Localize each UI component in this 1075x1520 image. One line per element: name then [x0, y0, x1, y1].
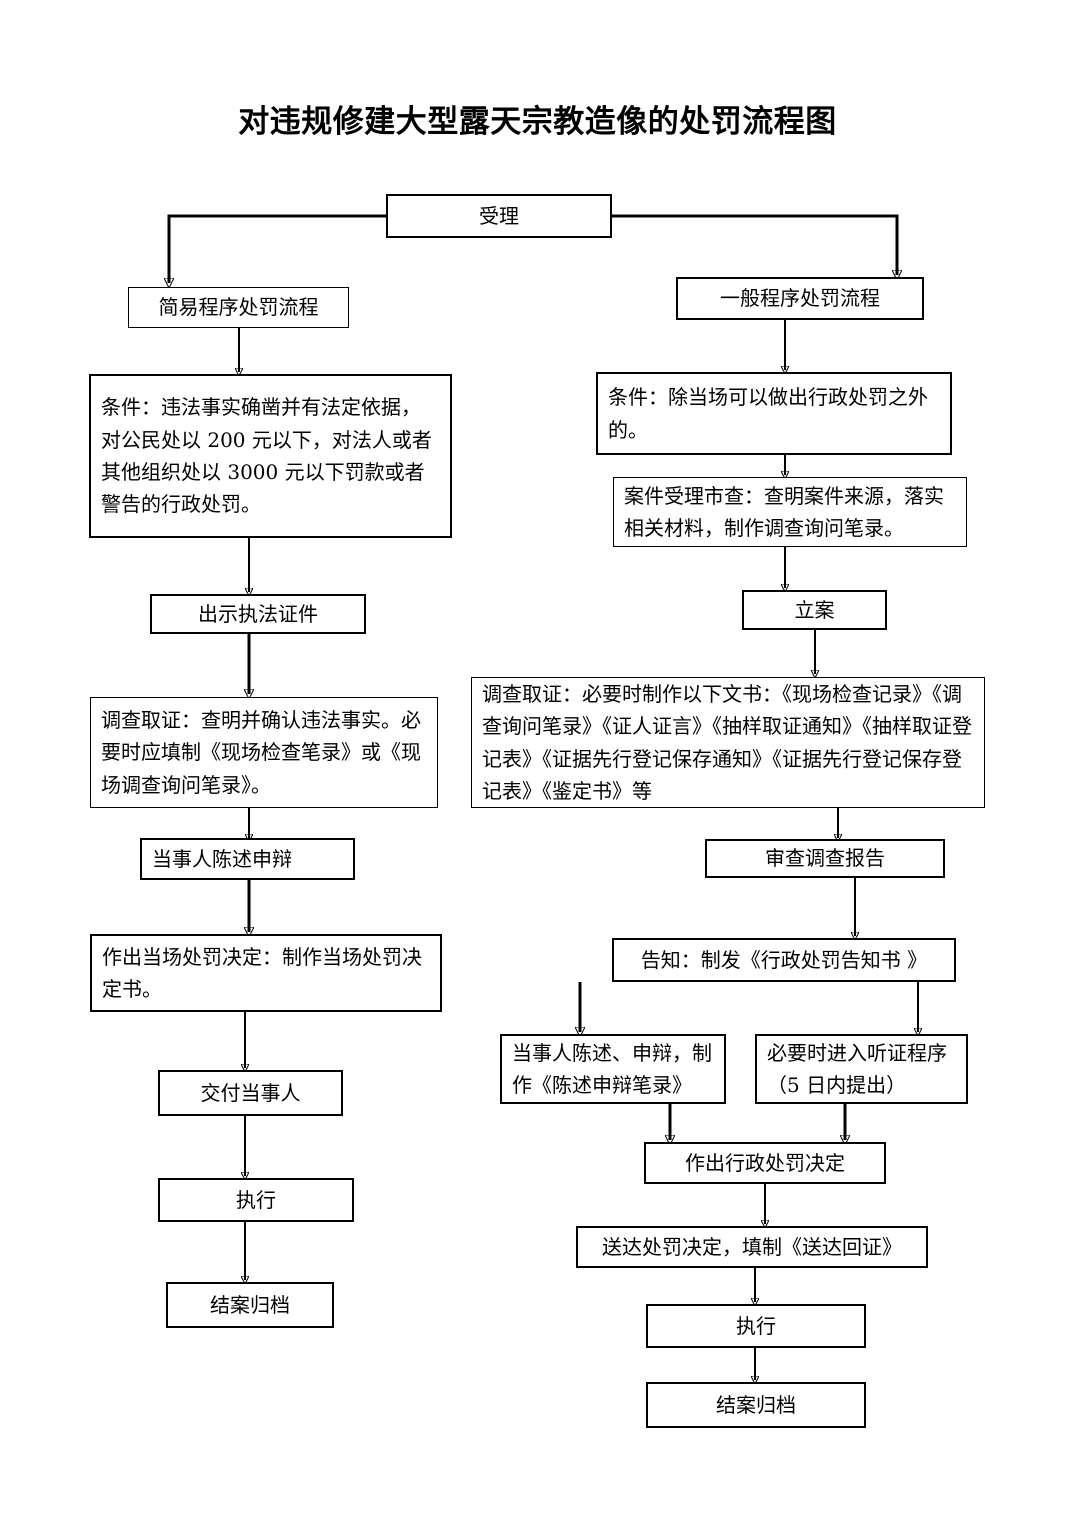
node-general-notify[interactable]: 告知：制发《行政处罚告知书 》 [612, 938, 956, 982]
node-general-accept-review[interactable]: 案件受理市查：查明案件来源，落实相关材料，制作调查询问笔录。 [613, 477, 967, 547]
node-general-file-case-label: 立案 [794, 597, 835, 622]
node-general-serve-label: 送达处罚决定，填制《送达回证》 [602, 1234, 902, 1259]
node-simple-decision[interactable]: 作出当场处罚决定：制作当场处罚决定书。 [90, 934, 442, 1012]
node-simple-statement[interactable]: 当事人陈述申辩 [140, 838, 355, 880]
node-general-execute-label: 执行 [736, 1313, 776, 1338]
node-general-serve[interactable]: 送达处罚决定，填制《送达回证》 [576, 1226, 928, 1268]
node-general-archive[interactable]: 结案归档 [646, 1382, 866, 1428]
node-simple-decision-label: 作出当场处罚决定：制作当场处罚决定书。 [102, 944, 422, 1001]
node-general-branch[interactable]: 一般程序处罚流程 [676, 277, 924, 320]
node-general-decision[interactable]: 作出行政处罚决定 [644, 1142, 886, 1184]
edge-start-to-simple [169, 214, 386, 283]
node-general-review-report-label: 审查调查报告 [765, 846, 885, 871]
node-general-hearing[interactable]: 必要时进入听证程序（5 日内提出） [755, 1034, 968, 1104]
node-general-review-report[interactable]: 审查调查报告 [705, 839, 945, 878]
node-simple-investigate-label: 调查取证：查明并确认违法事实。必要时应填制《现场检查笔录》或《现场调查询问笔录》… [101, 707, 421, 797]
node-general-condition[interactable]: 条件：除当场可以做出行政处罚之外的。 [596, 372, 952, 455]
node-simple-statement-label: 当事人陈述申辩 [152, 846, 292, 871]
edge-start-to-general [612, 214, 897, 275]
node-simple-investigate[interactable]: 调查取证：查明并确认违法事实。必要时应填制《现场检查笔录》或《现场调查询问笔录》… [90, 697, 438, 808]
node-general-hearing-label: 必要时进入听证程序（5 日内提出） [767, 1040, 947, 1097]
node-general-file-case[interactable]: 立案 [742, 590, 887, 630]
node-simple-archive-label: 结案归档 [210, 1292, 290, 1317]
node-simple-deliver-label: 交付当事人 [200, 1080, 301, 1105]
node-simple-execute-label: 执行 [236, 1187, 276, 1212]
node-simple-condition-label: 条件：违法事实确凿并有法定依据，对公民处以 200 元以下，对法人或者其他组织处… [101, 395, 432, 517]
node-simple-execute[interactable]: 执行 [158, 1178, 354, 1222]
node-general-condition-label: 条件：除当场可以做出行政处罚之外的。 [608, 385, 928, 442]
node-general-accept-review-label: 案件受理市查：查明案件来源，落实相关材料，制作调查询问笔录。 [624, 483, 944, 540]
node-simple-condition[interactable]: 条件：违法事实确凿并有法定依据，对公民处以 200 元以下，对法人或者其他组织处… [89, 374, 452, 538]
node-general-investigate[interactable]: 调查取证：必要时制作以下文书：《现场检查记录》《调查询问笔录》《证人证言》《抽样… [471, 677, 985, 808]
node-simple-deliver[interactable]: 交付当事人 [158, 1070, 343, 1116]
node-simple-show-credentials-label: 出示执法证件 [198, 601, 318, 626]
node-general-decision-label: 作出行政处罚决定 [685, 1150, 845, 1175]
node-simple-branch-label: 简易程序处罚流程 [158, 295, 319, 320]
node-simple-show-credentials[interactable]: 出示执法证件 [150, 594, 366, 634]
node-general-notify-label: 告知：制发《行政处罚告知书 》 [640, 947, 928, 972]
node-general-investigate-label: 调查取证：必要时制作以下文书：《现场检查记录》《调查询问笔录》《证人证言》《抽样… [482, 681, 972, 803]
node-simple-branch[interactable]: 简易程序处罚流程 [128, 287, 349, 328]
node-general-statement-label: 当事人陈述、申辩，制作《陈述申辩笔录》 [512, 1040, 712, 1097]
node-start[interactable]: 受理 [386, 194, 612, 238]
node-general-branch-label: 一般程序处罚流程 [720, 286, 880, 311]
node-general-execute[interactable]: 执行 [646, 1304, 866, 1348]
node-general-statement[interactable]: 当事人陈述、申辩，制作《陈述申辩笔录》 [500, 1034, 726, 1104]
node-general-archive-label: 结案归档 [716, 1392, 796, 1417]
node-simple-archive[interactable]: 结案归档 [166, 1282, 334, 1328]
node-start-label: 受理 [479, 203, 519, 228]
page-title: 对违规修建大型露天宗教造像的处罚流程图 [238, 104, 837, 140]
